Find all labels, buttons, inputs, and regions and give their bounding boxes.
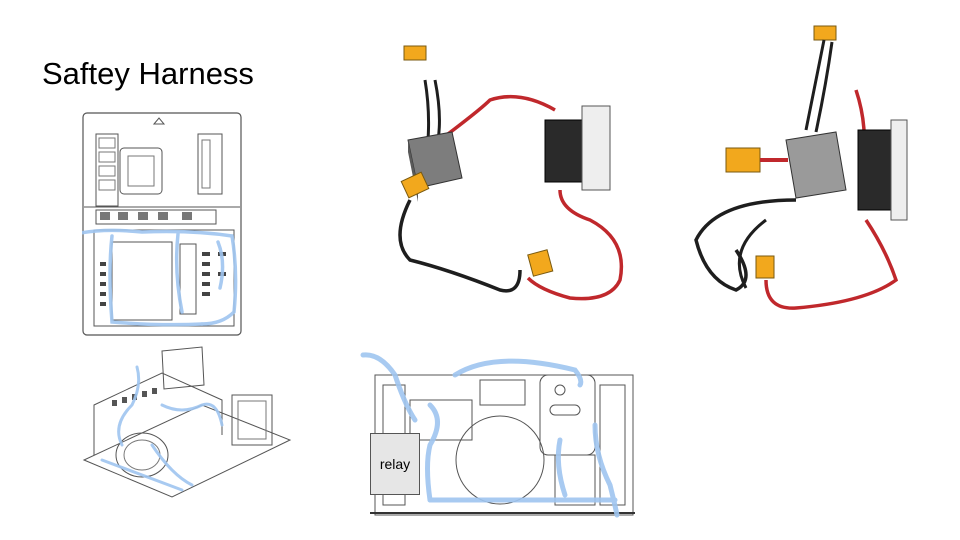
harness-render-side-view	[686, 20, 916, 320]
enclosure-isometric-drawing	[82, 345, 292, 505]
relay-label: relay	[370, 433, 420, 495]
enclosure-top-view-drawing	[82, 112, 242, 337]
harness-render-front-view	[390, 40, 630, 302]
slide-title: Saftey Harness	[42, 56, 254, 91]
